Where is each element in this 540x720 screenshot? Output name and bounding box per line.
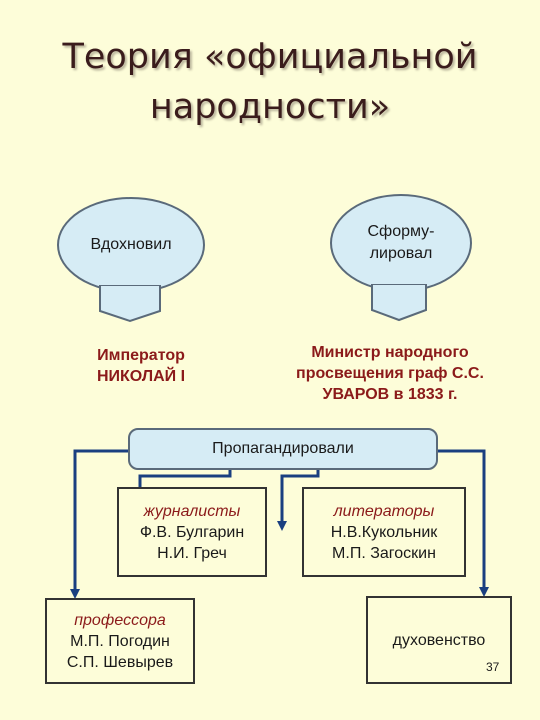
page-number: 37 [486, 660, 500, 674]
writers-heading: литераторы [333, 502, 435, 520]
title-line-2: народности» [149, 87, 391, 127]
professors-line-2: С.П. Шевырев [66, 653, 174, 671]
writers-box: литераторы Н.В.Кукольник М.П. Загоскин [302, 487, 466, 577]
journalists-line-2: Н.И. Греч [157, 544, 227, 562]
formulated-pointer [371, 284, 427, 322]
propaganda-box: Пропагандировали [128, 428, 438, 470]
slide-title: Теория «официальной народности» [10, 32, 530, 132]
arrow-to-writers [277, 468, 320, 531]
writers-line-1: Н.В.Кукольник [330, 523, 438, 541]
emperor-text: Император НИКОЛАЙ I [66, 345, 216, 387]
writers-line-2: М.П. Загоскин [332, 544, 436, 562]
title-line-1: Теория «официальной [62, 37, 478, 77]
minister-text: Министр народного просвещения граф С.С. … [275, 342, 505, 405]
professors-line-1: М.П. Погодин [70, 632, 170, 650]
clergy-box: духовенство [366, 596, 512, 684]
minister-line-1: Министр народного [311, 344, 469, 361]
professors-box: профессора М.П. Погодин С.П. Шевырев [45, 598, 195, 684]
minister-line-2: просвещения граф С.С. [296, 365, 484, 382]
emperor-line-1: Император [97, 347, 185, 364]
arrow-to-clergy [434, 449, 489, 597]
formulated-line-2: лировал [369, 245, 433, 262]
emperor-line-2: НИКОЛАЙ I [96, 368, 186, 385]
inspired-pointer [99, 285, 161, 323]
journalists-heading: журналисты [143, 502, 241, 520]
clergy-label: духовенство [392, 631, 486, 649]
journalists-line-1: Ф.В. Булгарин [139, 523, 245, 541]
professors-heading: профессора [74, 611, 166, 629]
propaganda-label: Пропагандировали [212, 440, 354, 457]
inspired-label: Вдохновил [90, 236, 172, 253]
journalists-box: журналисты Ф.В. Булгарин Н.И. Греч [117, 487, 267, 577]
arrow-to-professors [70, 449, 128, 599]
minister-line-3: УВАРОВ в 1833 г. [322, 386, 458, 403]
formulated-line-1: Сформу- [367, 223, 435, 240]
